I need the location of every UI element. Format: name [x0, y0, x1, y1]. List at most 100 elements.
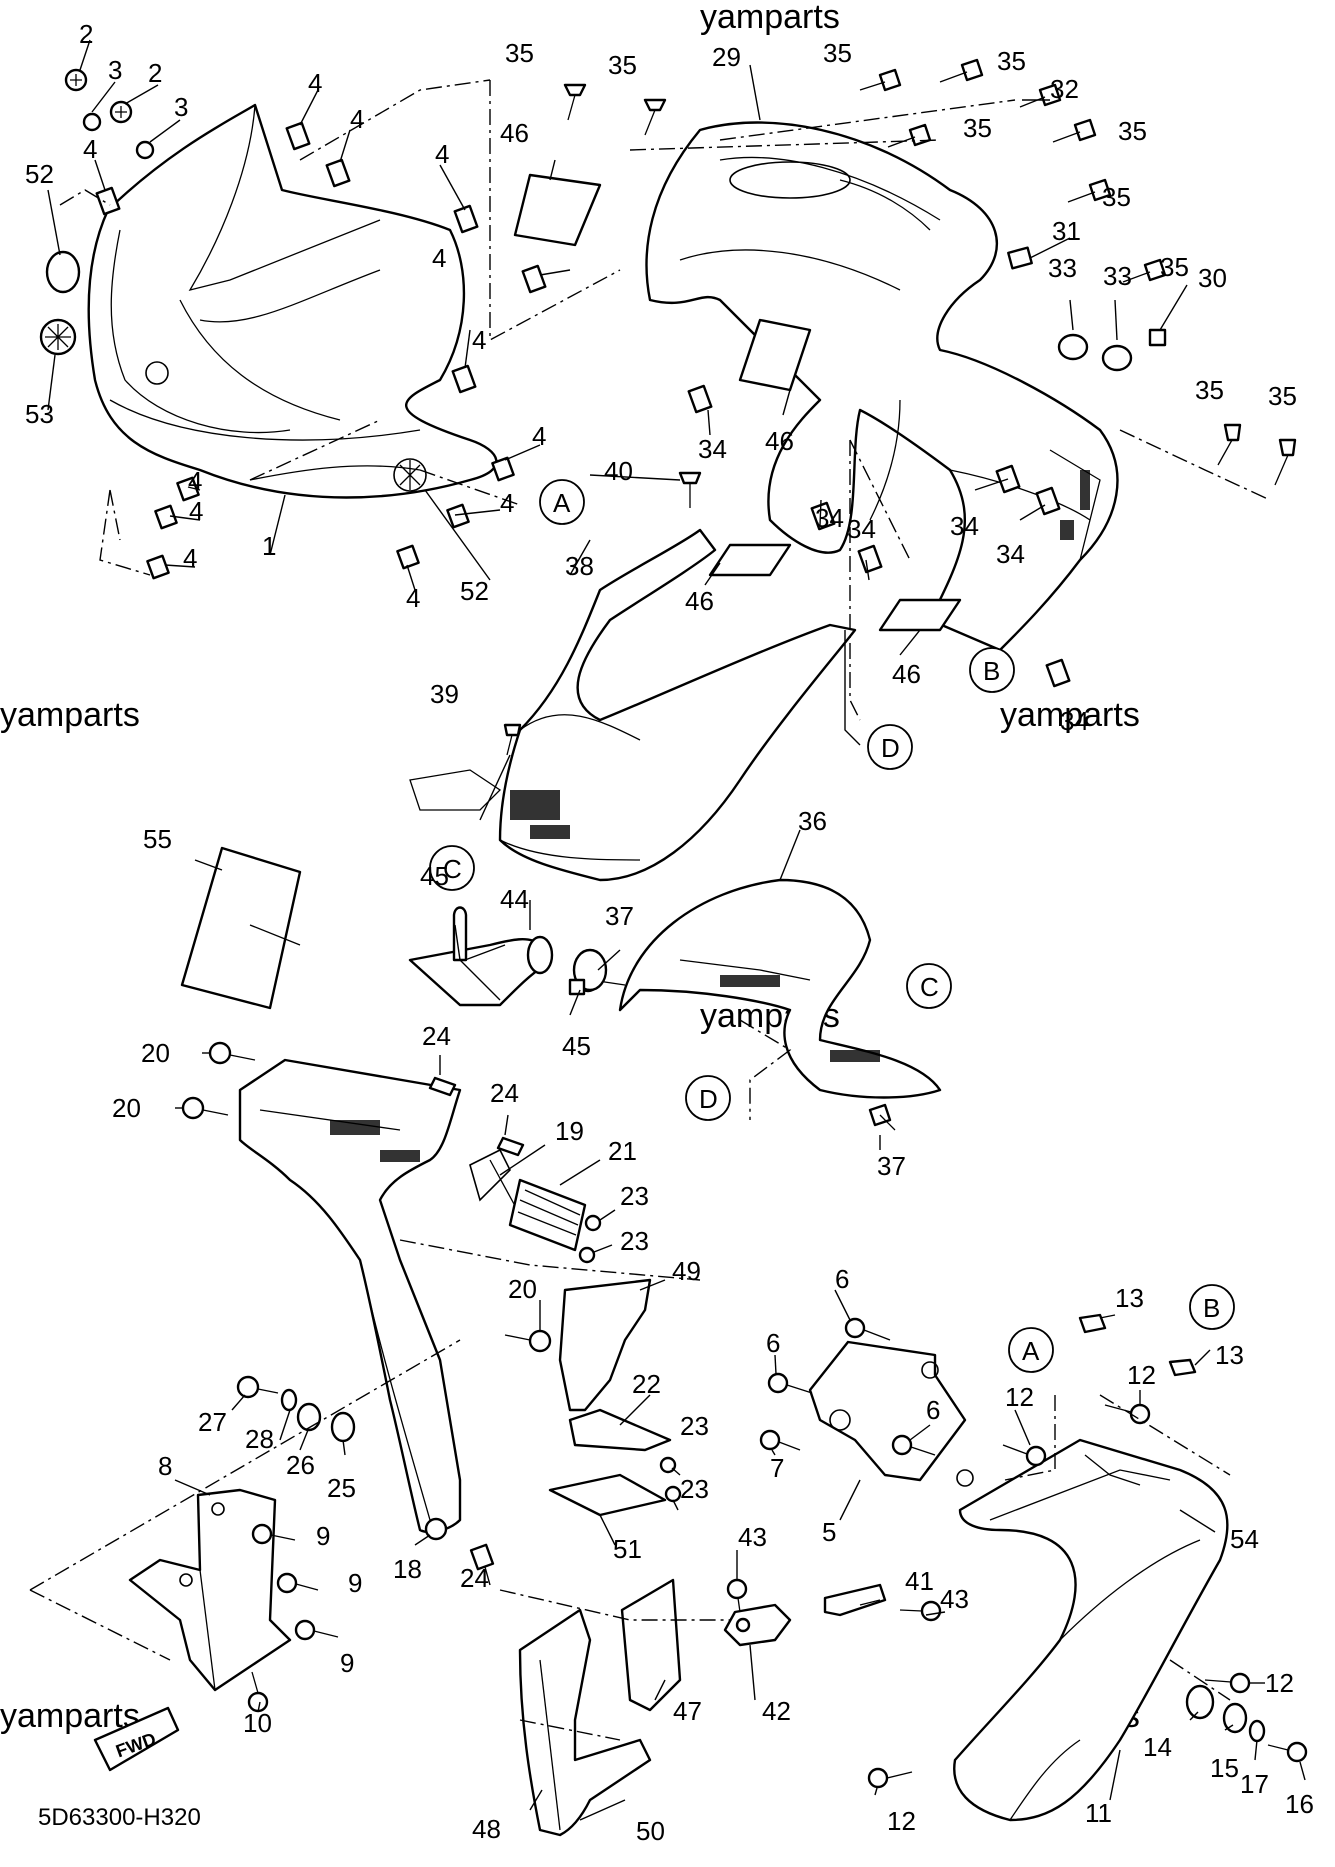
callout-50: 50 — [636, 1816, 665, 1846]
callout-12: 12 — [1265, 1668, 1294, 1698]
sticker-46 — [513, 173, 602, 247]
callout-43: 43 — [940, 1584, 969, 1614]
callout-28: 28 — [245, 1424, 274, 1454]
bolts-20 — [181, 1041, 552, 1353]
watermark-left: yamparts — [0, 696, 140, 734]
callout-53: 53 — [25, 399, 54, 429]
callout-4: 4 — [308, 68, 322, 98]
callout-19: 19 — [555, 1116, 584, 1146]
callout-35: 35 — [505, 38, 534, 68]
callout-51: 51 — [613, 1534, 642, 1564]
mesh-21 — [508, 1178, 587, 1252]
callout-12: 12 — [1127, 1360, 1156, 1390]
hardware-14-17 — [1185, 1684, 1308, 1763]
callout-35: 35 — [963, 113, 992, 143]
side-cover-18 — [238, 1058, 462, 1541]
callout-35: 35 — [1195, 375, 1224, 405]
bracket-19 — [469, 1148, 521, 1216]
callout-8: 8 — [158, 1451, 172, 1481]
panel-47 — [620, 1578, 682, 1712]
nuts-23 — [578, 1214, 682, 1503]
band-45 — [452, 906, 608, 996]
callout-36: 36 — [798, 806, 827, 836]
guide-line — [499, 1589, 730, 1621]
callout-33: 33 — [1103, 261, 1132, 291]
guide-line — [849, 429, 1271, 561]
cover-48-50 — [518, 1608, 652, 1837]
callout-6: 6 — [835, 1264, 849, 1294]
hardware-25-28 — [236, 1375, 356, 1443]
callout-4: 4 — [432, 243, 446, 273]
callout-20: 20 — [508, 1274, 537, 1304]
callout-21: 21 — [608, 1136, 637, 1166]
bolts-6-7 — [759, 1317, 936, 1456]
callout-46: 46 — [685, 586, 714, 616]
screw-40 — [678, 471, 702, 508]
inner-panel-29 — [645, 121, 1119, 652]
guide-line — [399, 1239, 701, 1741]
ref-marker-a-upper: A — [539, 479, 585, 525]
callout-39: 39 — [430, 679, 459, 709]
guide-line — [629, 99, 1016, 151]
panel-51 — [548, 1473, 667, 1517]
svg-text:C: C — [443, 854, 462, 884]
callout-5: 5 — [822, 1517, 836, 1547]
callout-34: 34 — [996, 539, 1025, 569]
guide-line — [1169, 1659, 1231, 1701]
guide-line — [29, 1339, 461, 1661]
callout-6: 6 — [926, 1395, 940, 1425]
callout-29: 29 — [712, 42, 741, 72]
callout-9: 9 — [316, 1521, 330, 1551]
ref-marker-b-upper: B — [969, 647, 1015, 693]
bolts-9-10 — [247, 1523, 339, 1713]
ref-marker-b-lower: B — [1189, 1284, 1235, 1330]
clips-24 — [428, 1076, 525, 1571]
front-cowl-part — [87, 103, 498, 499]
svg-text:D: D — [881, 733, 900, 763]
svg-text:B: B — [1203, 1293, 1220, 1323]
guide-line — [849, 440, 861, 721]
callout-40: 40 — [604, 456, 633, 486]
callout-24: 24 — [422, 1021, 451, 1051]
guide-line — [739, 1019, 792, 1120]
callout-48: 48 — [472, 1814, 501, 1844]
callout-2: 2 — [79, 19, 93, 49]
callout-3: 3 — [108, 55, 122, 85]
callout-31: 31 — [1052, 216, 1081, 246]
callout-3: 3 — [174, 92, 188, 122]
callout-13: 13 — [1115, 1283, 1144, 1313]
callout-25: 25 — [327, 1473, 356, 1503]
callout-35: 35 — [823, 38, 852, 68]
callout-2: 2 — [148, 58, 162, 88]
watermark-bottom-left: yamparts — [0, 1697, 140, 1735]
callout-4: 4 — [188, 466, 202, 496]
callout-7: 7 — [770, 1453, 784, 1483]
clips-4 — [95, 121, 547, 580]
inner-cover-36 — [618, 878, 942, 1099]
callout-38: 38 — [565, 551, 594, 581]
callout-4: 4 — [83, 134, 97, 164]
ref-marker-c-upper: C — [429, 845, 475, 891]
callout-1: 1 — [262, 531, 276, 561]
callout-11: 11 — [1085, 1798, 1112, 1828]
guide-line — [489, 80, 621, 342]
svg-text:B: B — [983, 656, 1000, 686]
callout-9: 9 — [340, 1648, 354, 1678]
callout-41: 41 — [905, 1566, 934, 1596]
ref-marker-a-lower: A — [1008, 1327, 1054, 1373]
callout-42: 42 — [762, 1696, 791, 1726]
guide-line — [1004, 1394, 1231, 1481]
svg-text:A: A — [1022, 1336, 1040, 1366]
callout-34: 34 — [847, 514, 876, 544]
callout-14: 14 — [1143, 1732, 1172, 1762]
callout-37: 37 — [605, 901, 634, 931]
callout-35: 35 — [997, 46, 1026, 76]
callout-20: 20 — [112, 1093, 141, 1123]
callout-4: 4 — [350, 104, 364, 134]
bolts-2-3 — [64, 68, 155, 160]
callout-12: 12 — [887, 1806, 916, 1836]
callout-34: 34 — [950, 511, 979, 541]
clips-13 — [1078, 1313, 1197, 1377]
callout-43: 43 — [738, 1522, 767, 1552]
